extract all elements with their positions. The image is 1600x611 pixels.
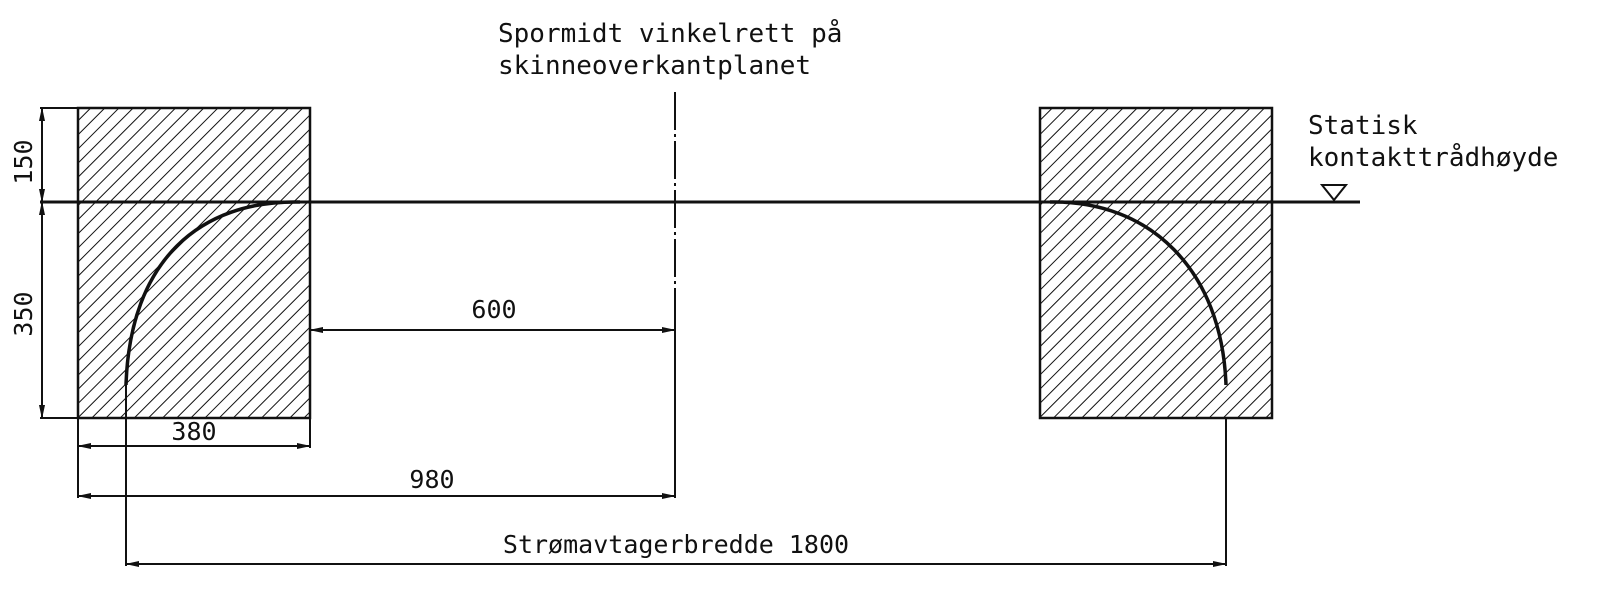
height-label-line1: Statisk <box>1308 111 1418 141</box>
height-label-line2: kontakttrådhøyde <box>1308 142 1558 173</box>
centerline-label-line2: skinneoverkantplanet <box>498 51 811 81</box>
right-horn-curve <box>1049 200 1228 386</box>
dim-label-150: 150 <box>9 139 38 184</box>
level-marker-icon <box>1319 184 1349 202</box>
dim-label-600: 600 <box>471 295 516 324</box>
right-clearance-zone <box>1038 106 1274 420</box>
centerline-label-line1: Spormidt vinkelrett på <box>498 18 842 49</box>
dim-label-350: 350 <box>9 291 38 336</box>
dim-label-1800: Strømavtagerbredde 1800 <box>503 530 849 559</box>
left-horn-curve <box>124 200 301 386</box>
vertical-dimensions <box>39 107 78 419</box>
dim-label-980: 980 <box>409 465 454 494</box>
left-clearance-zone <box>76 106 312 420</box>
dim-label-380: 380 <box>171 417 216 446</box>
